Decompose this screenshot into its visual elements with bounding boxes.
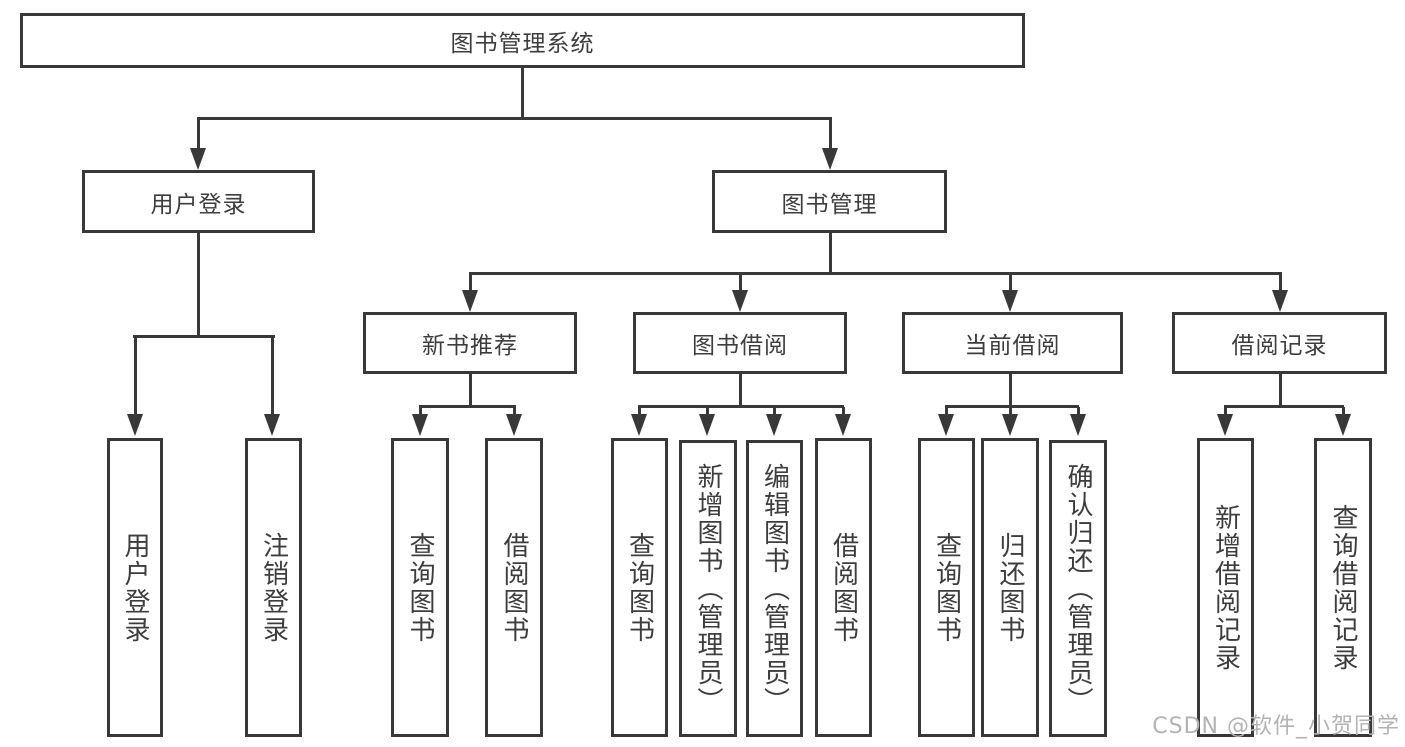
node-label: 用户登录 — [150, 191, 247, 218]
arrow-down-icon — [462, 290, 478, 312]
connector-line — [842, 407, 845, 416]
node-leaf-bb-borrow-book: 借阅图书 — [815, 438, 872, 737]
arrow-down-icon — [127, 414, 143, 436]
connector-line — [419, 405, 516, 408]
node-leaf-cb-confirm-return: 确认归还（管理员） — [1049, 440, 1107, 737]
connector-line — [1009, 407, 1012, 416]
arrow-down-icon — [631, 414, 647, 436]
connector-line — [739, 274, 742, 291]
node-label: 借阅记录 — [1231, 333, 1328, 359]
node-leaf-cb-query-book: 查询图书 — [918, 438, 975, 737]
connector-line — [739, 374, 742, 407]
connector-line — [271, 337, 274, 416]
node-leaf-bb-edit-book: 编辑图书（管理员） — [746, 440, 803, 737]
watermark: CSDN @软件_小贺同学 — [1152, 714, 1400, 739]
node-new-book-recommend: 新书推荐 — [363, 312, 577, 374]
connector-line — [1279, 374, 1282, 407]
connector-line — [197, 119, 200, 150]
node-label: 当前借阅 — [964, 333, 1061, 359]
node-label: 新增图书（管理员） — [693, 462, 724, 715]
connector-line — [1077, 407, 1080, 416]
node-current-borrowing: 当前借阅 — [902, 312, 1123, 374]
connector-line — [513, 407, 516, 416]
node-book-management: 图书管理 — [712, 170, 947, 233]
node-label: 新书推荐 — [422, 333, 518, 359]
arrow-down-icon — [1002, 414, 1018, 436]
node-label: 注销登录 — [258, 531, 289, 644]
connector-line — [1342, 407, 1345, 416]
arrow-down-icon — [412, 414, 428, 436]
connector-line — [469, 274, 472, 291]
node-leaf-bb-query-book: 查询图书 — [611, 438, 668, 737]
connector-line — [469, 272, 1282, 275]
node-leaf-cb-return-book: 归还图书 — [981, 438, 1039, 737]
connector-line — [1009, 274, 1012, 291]
arrow-down-icon — [1002, 290, 1018, 312]
arrow-down-icon — [1070, 414, 1086, 436]
node-label: 新增借阅记录 — [1210, 503, 1241, 672]
node-label: 编辑图书（管理员） — [759, 462, 790, 715]
connector-line — [1224, 405, 1344, 408]
node-book-borrowing: 图书借阅 — [633, 312, 847, 374]
connector-line — [829, 233, 832, 274]
connector-line — [638, 405, 844, 408]
arrow-down-icon — [190, 148, 206, 170]
connector-line — [134, 337, 137, 416]
connector-line — [638, 407, 641, 416]
node-library-system: 图书管理系统 — [20, 13, 1025, 68]
arrow-down-icon — [732, 290, 748, 312]
node-label: 图书管理系统 — [450, 30, 595, 57]
arrow-down-icon — [766, 414, 782, 436]
node-label: 查询图书 — [405, 531, 436, 644]
node-user-login-group: 用户登录 — [82, 170, 315, 233]
connector-line — [419, 407, 422, 416]
node-leaf-br-add-record: 新增借阅记录 — [1197, 438, 1254, 737]
arrow-down-icon — [1217, 414, 1233, 436]
connector-line — [773, 407, 776, 416]
node-leaf-nb-query-book: 查询图书 — [391, 438, 449, 737]
node-leaf-user-login: 用户登录 — [107, 438, 163, 737]
connector-line — [1279, 274, 1282, 291]
connector-line — [945, 407, 948, 416]
node-leaf-logout: 注销登录 — [245, 438, 302, 737]
connector-line — [197, 233, 200, 337]
arrow-down-icon — [1335, 414, 1351, 436]
node-label: 图书借阅 — [692, 333, 788, 359]
node-label: 归还图书 — [995, 531, 1026, 644]
arrow-down-icon — [1272, 290, 1288, 312]
arrow-down-icon — [822, 148, 838, 170]
connector-line — [133, 335, 275, 338]
node-label: 用户登录 — [120, 531, 151, 644]
node-leaf-nb-borrow-book: 借阅图书 — [485, 438, 543, 737]
connector-line — [706, 407, 709, 416]
arrow-down-icon — [506, 414, 522, 436]
node-label: 图书管理 — [781, 191, 878, 218]
node-label: 查询借阅记录 — [1328, 503, 1359, 672]
arrow-down-icon — [938, 414, 954, 436]
connector-line — [197, 117, 832, 120]
arrow-down-icon — [835, 414, 851, 436]
node-label: 确认归还（管理员） — [1063, 462, 1094, 715]
node-label: 查询图书 — [624, 531, 655, 644]
connector-line — [469, 374, 472, 407]
node-label: 借阅图书 — [828, 531, 859, 644]
connector-line — [829, 119, 832, 150]
node-leaf-br-query-record: 查询借阅记录 — [1314, 438, 1372, 737]
arrow-down-icon — [699, 414, 715, 436]
node-borrowing-records: 借阅记录 — [1172, 312, 1387, 374]
connector-line — [521, 68, 524, 120]
connector-line — [945, 405, 1079, 408]
arrow-down-icon — [264, 414, 280, 436]
connector-line — [1224, 407, 1227, 416]
node-leaf-bb-add-book: 新增图书（管理员） — [679, 440, 737, 737]
node-label: 查询图书 — [931, 531, 962, 644]
connector-line — [1009, 374, 1012, 407]
node-label: 借阅图书 — [499, 531, 530, 644]
